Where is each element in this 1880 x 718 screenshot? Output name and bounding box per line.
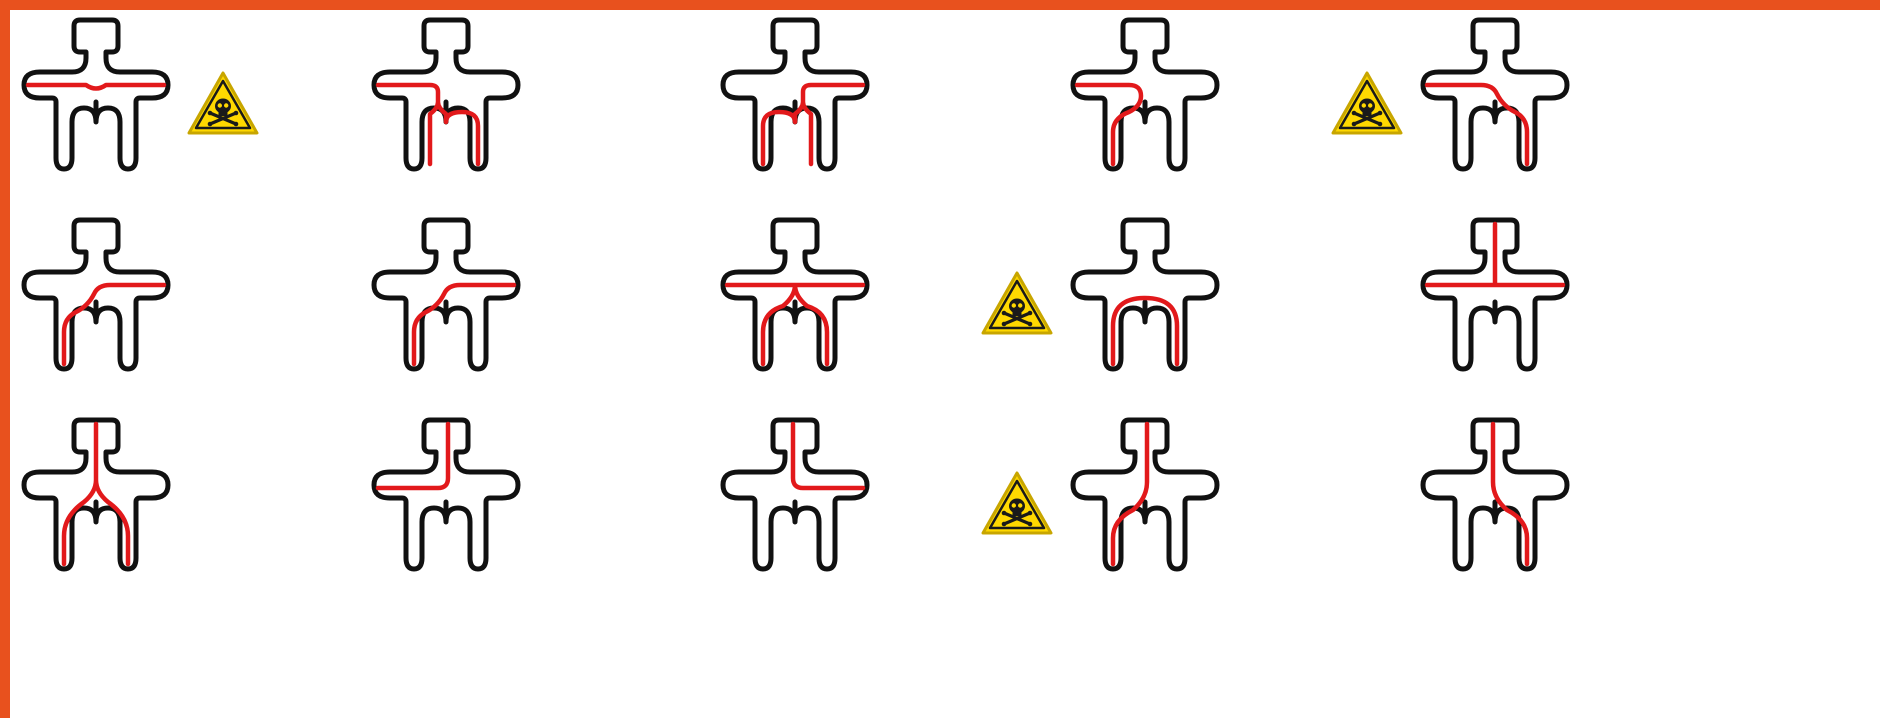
- body-figure-left-hand-to-both-feet: [374, 20, 518, 169]
- body-figure-head-to-right-hand: [723, 420, 867, 569]
- body-figure-head-to-left-foot: [1073, 420, 1217, 569]
- body-figure-head-to-left-hand: [374, 420, 518, 569]
- current-path: [1427, 224, 1563, 285]
- skull-crossbones-warning-icon: [983, 473, 1051, 533]
- current-path: [1493, 424, 1527, 564]
- body-figure-left-hand-to-right-foot: [1423, 20, 1567, 169]
- body-figure-both-hands-to-both-feet: [723, 220, 867, 369]
- current-path: [28, 85, 164, 89]
- body-figure-head-to-right-foot: [1423, 420, 1567, 569]
- body-figure-right-hand-to-left-foot: [374, 220, 518, 369]
- body-outline: [1073, 220, 1217, 369]
- body-figure-right-hand-to-both-feet: [723, 20, 867, 169]
- body-figure-head-to-both-feet: [24, 420, 168, 569]
- skull-crossbones-warning-icon: [1333, 73, 1401, 133]
- body-outline: [723, 20, 867, 169]
- current-path: [1113, 424, 1147, 564]
- body-outline: [374, 20, 518, 169]
- body-figure-hand-to-hand: [24, 20, 168, 169]
- skull-crossbones-warning-icon: [983, 273, 1051, 333]
- body-figure-foot-to-foot: [1073, 220, 1217, 369]
- body-figure-head-to-both-hands: [1423, 220, 1567, 369]
- body-outline: [24, 20, 168, 169]
- body-outline: [1073, 20, 1217, 169]
- body-figure-left-hand-to-left-foot: [1073, 20, 1217, 169]
- body-figure-right-hand-to-left-foot: [24, 220, 168, 369]
- skull-crossbones-warning-icon: [189, 73, 257, 133]
